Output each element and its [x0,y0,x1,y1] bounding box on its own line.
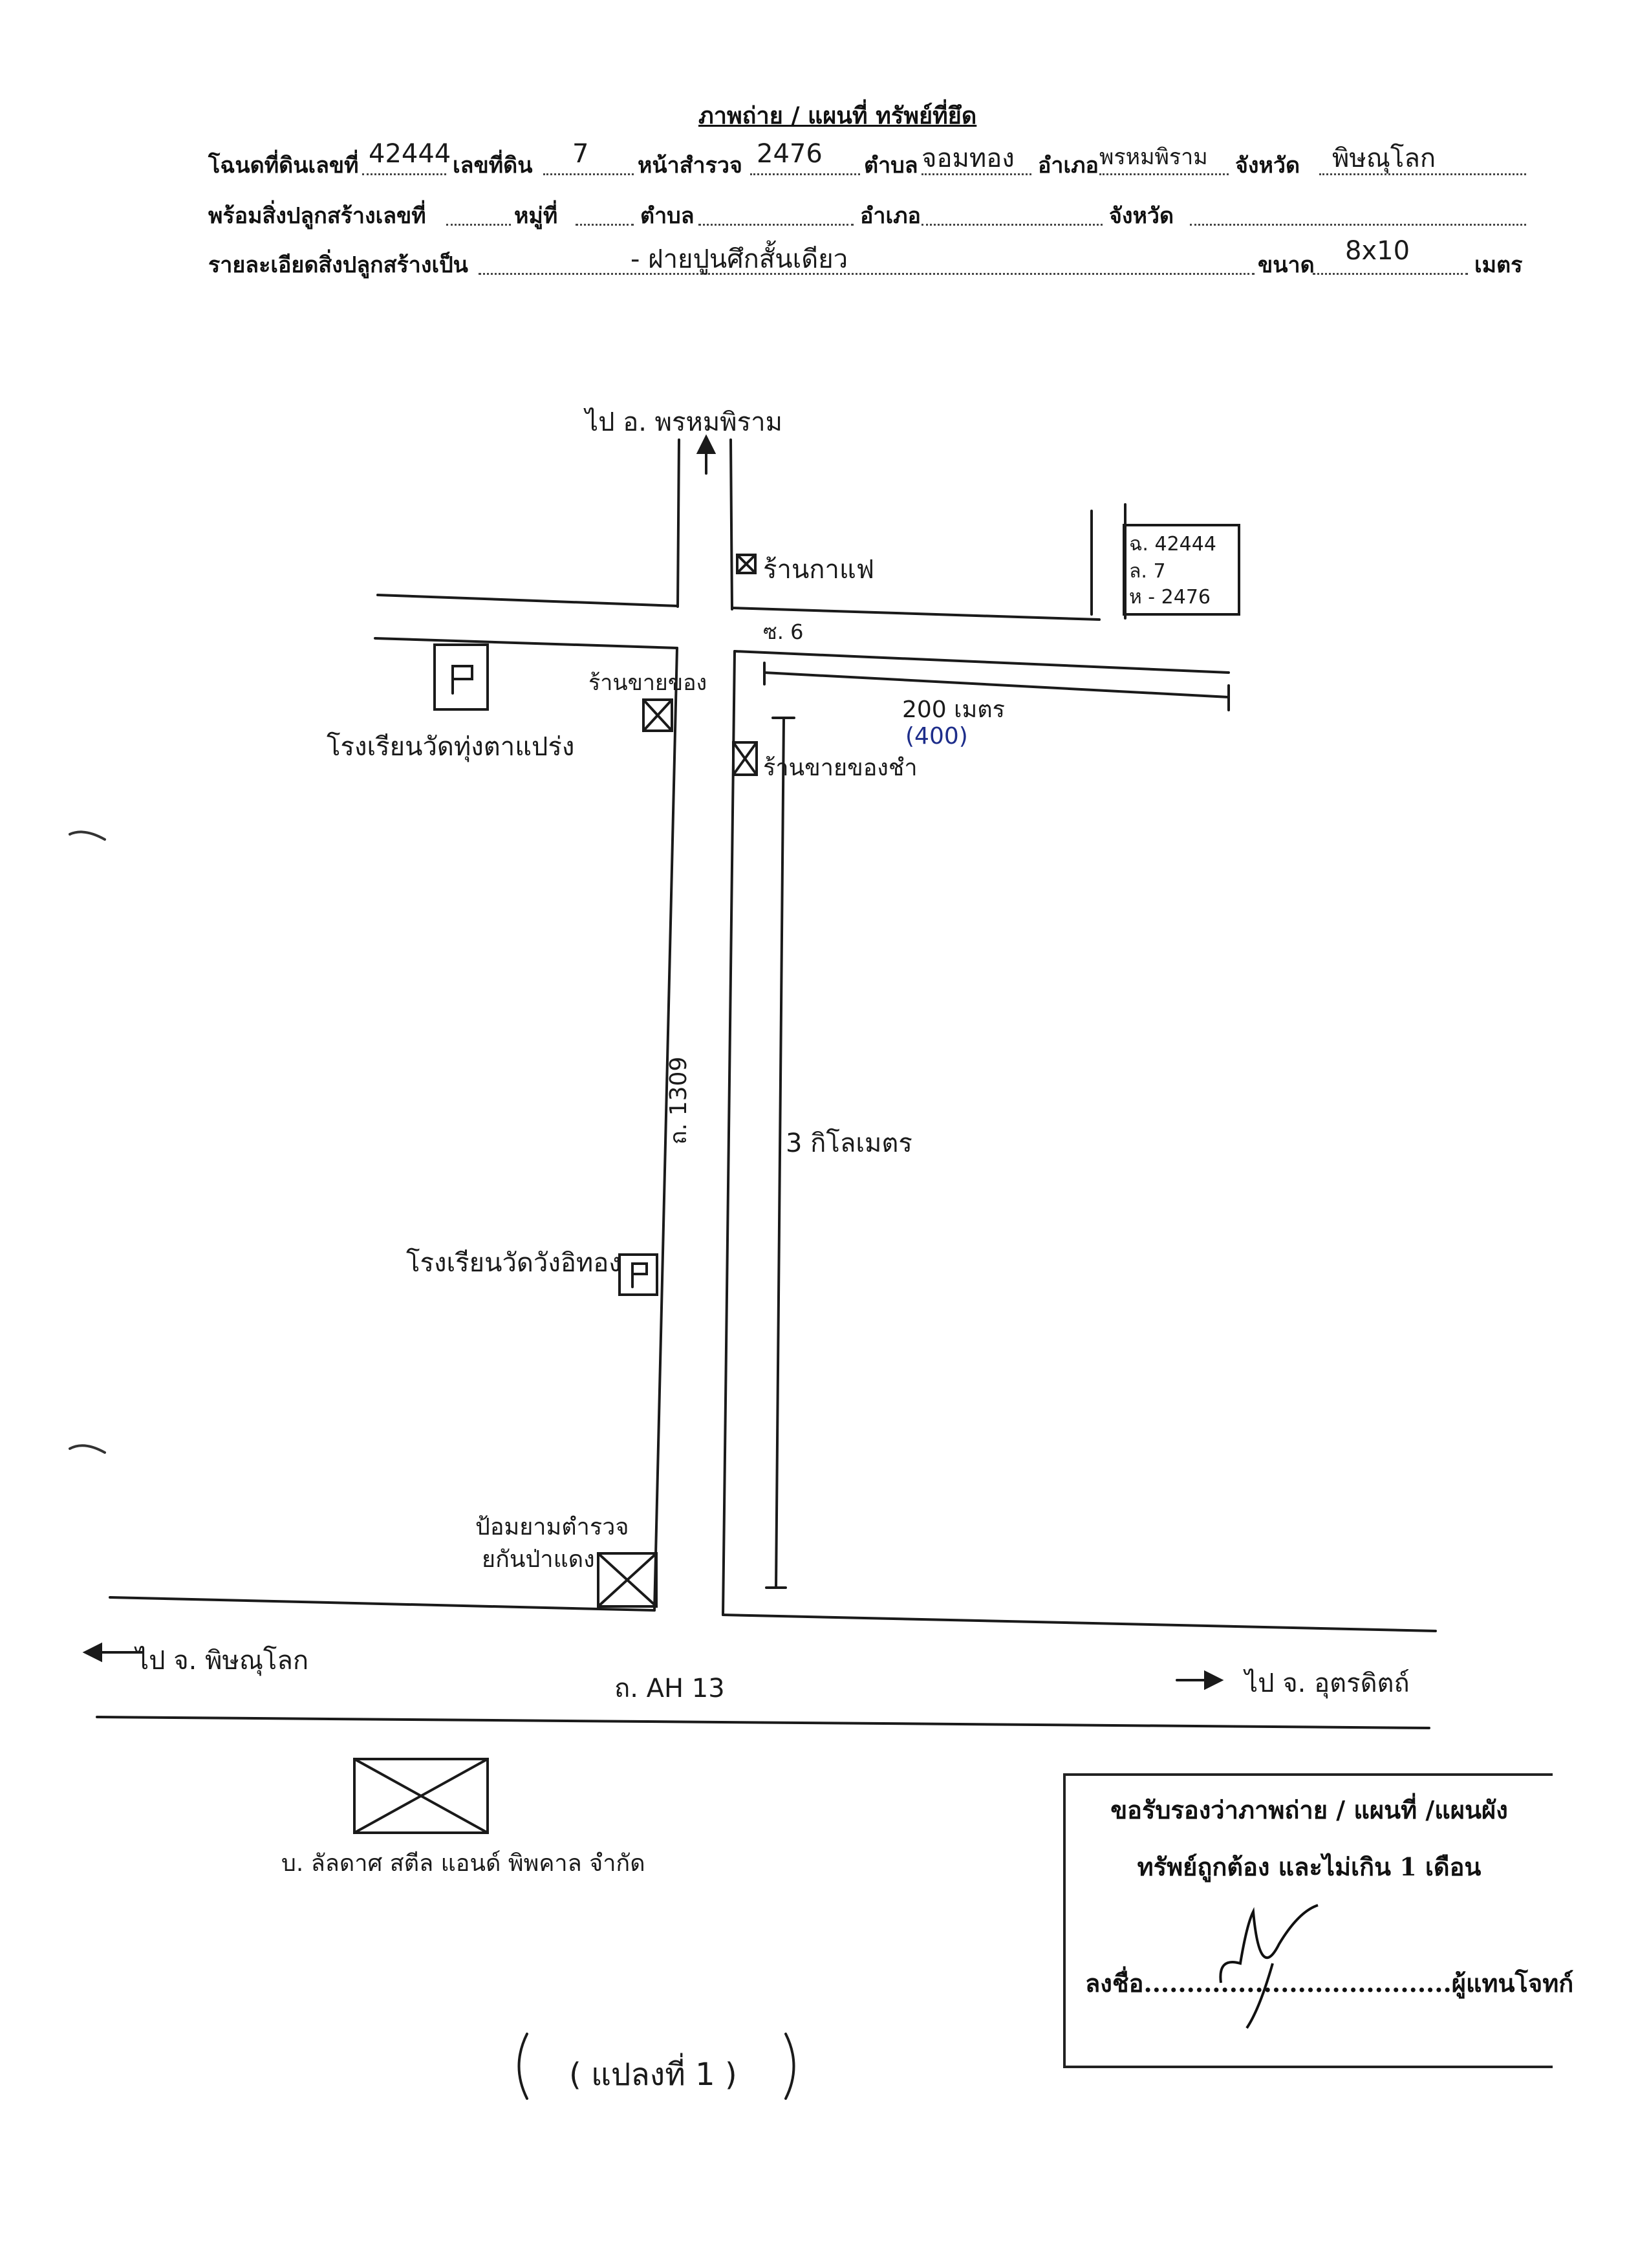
store-label: ร้านขายของ [588,670,707,696]
detail-label: รายละเอียดสิ่งปลูกสร้างเป็น [208,252,468,278]
signature-label: ลงชื่อ [1085,1969,1144,1998]
distance-200-label: 200 เมตร [902,697,1005,723]
police-label-2: ยกันป่าแดง [482,1546,595,1573]
land-no-label: เลขที่ดิน [453,153,533,178]
land-no: 7 [572,139,589,169]
plot-paren-left [517,2033,528,2100]
grocery-marker [732,741,758,776]
distance-400-label: (400) [905,723,968,750]
dimension-3km [775,717,785,1589]
dimension-200m [763,671,1230,698]
soi-label: ซ. 6 [763,620,804,644]
highway-label: ถ. AH 13 [614,1674,725,1703]
certification-line-2: ทรัพย์ถูกต้อง และไม่เกิน 1 เดือน [1137,1852,1482,1881]
deed-label: โฉนดที่ดินเลขที่ [208,153,359,178]
size-label: ขนาด [1258,252,1315,278]
distance-km-label: 3 กิโลเมตร [786,1129,912,1158]
certification-line-1: ขอรับรองว่าภาพถ่าย / แผนที่ /แผนผัง [1110,1795,1508,1824]
amphoe-label-2: อำเภอ [860,203,921,229]
detail-value: - ฝายปูนศึกสั้นเดียว [630,244,848,274]
road-north-right-edge [729,438,733,610]
moo-label: หมู่ที่ [514,203,558,229]
document-title: ภาพถ่าย / แผนที่ ทรัพย์ที่ยึด [698,102,977,129]
parcel-box [1123,524,1240,616]
size-value: 8x10 [1345,236,1410,266]
school-2-marker [618,1253,658,1296]
parcel-survey-line: ห - 2476 [1129,586,1211,609]
highway-upper-left [109,1596,656,1612]
province-label-2: จังหวัด [1109,203,1174,229]
signer-role: ผู้แทนโจทก์ [1451,1969,1574,1998]
school-1-label: โรงเรียนวัดทุ่งตาแปร่ง [327,732,575,762]
legend-box [353,1758,489,1834]
coffee-shop-label: ร้านกาแฟ [763,555,875,585]
plot-paren-right [784,2033,795,2100]
deed-number: 42444 [369,139,451,169]
province-value: พิษณุโลก [1332,144,1436,173]
plot-label: ( แปลงที่ 1 ) [569,2057,737,2093]
cross-road-upper-left [376,594,679,607]
tambon-label-1: ตำบล [864,153,918,178]
legend-label: บ. ลัลดาศ สตีล แอนด์ พิพคาล จำกัด [281,1850,645,1877]
cross-road-lower-left [374,637,678,649]
cross-road-upper-right [731,607,1101,621]
unit-label: เมตร [1474,252,1523,278]
road-north-left-edge [676,438,680,608]
tambon-value: จอมทอง [921,144,1015,173]
school-2-label: โรงเรียนวัดวังอิทอง [406,1248,621,1278]
school-1-flag [451,665,473,695]
road-1309-left-edge [653,647,678,1612]
west-destination-label: ไป จ. พิษณุโลก [136,1646,309,1676]
police-box-marker [597,1552,658,1608]
highway-upper-right [722,1614,1437,1632]
east-destination-label: ไป จ. อุตรดิตถ์ [1245,1669,1410,1698]
province-label-1: จังหวัด [1235,153,1300,178]
police-label-1: ป้อมยามตำรวจ [475,1514,629,1540]
tambon-label-2: ตำบล [640,203,695,229]
amphoe-label-1: อำเภอ [1038,153,1099,178]
certification-box: ขอรับรองว่าภาพถ่าย / แผนที่ /แผนผัง ทรัพ… [1063,1773,1573,2068]
signature-scribble [1219,1904,1319,2029]
building-label: พร้อมสิ่งปลูกสร้างเลขที่ [208,203,426,229]
signature-line: ลงชื่อ..................................… [1085,1963,1573,2003]
north-destination-label: ไป อ. พรหมพิราม [585,407,782,437]
cross-road-lower-right [733,650,1230,674]
north-arrow-head [696,434,717,454]
road-1309-label: ถ. 1309 [665,1056,692,1145]
survey-label: หน้าสำรวจ [638,153,742,178]
parcel-land-line: ล. 7 [1129,560,1166,583]
school-1-marker [433,643,489,711]
parcel-deed-line: ฉ. 42444 [1129,533,1216,556]
road-1309-right-edge [722,650,736,1616]
coffee-shop-marker [736,554,757,574]
signature-dots: .................................... [1143,1969,1452,1998]
survey-number: 2476 [757,139,823,169]
grocery-label: ร้านขายของชำ [763,755,918,781]
amphoe-value: พรหมพิราม [1099,144,1208,170]
highway-lower-edge [96,1716,1430,1729]
store-marker [642,698,673,732]
